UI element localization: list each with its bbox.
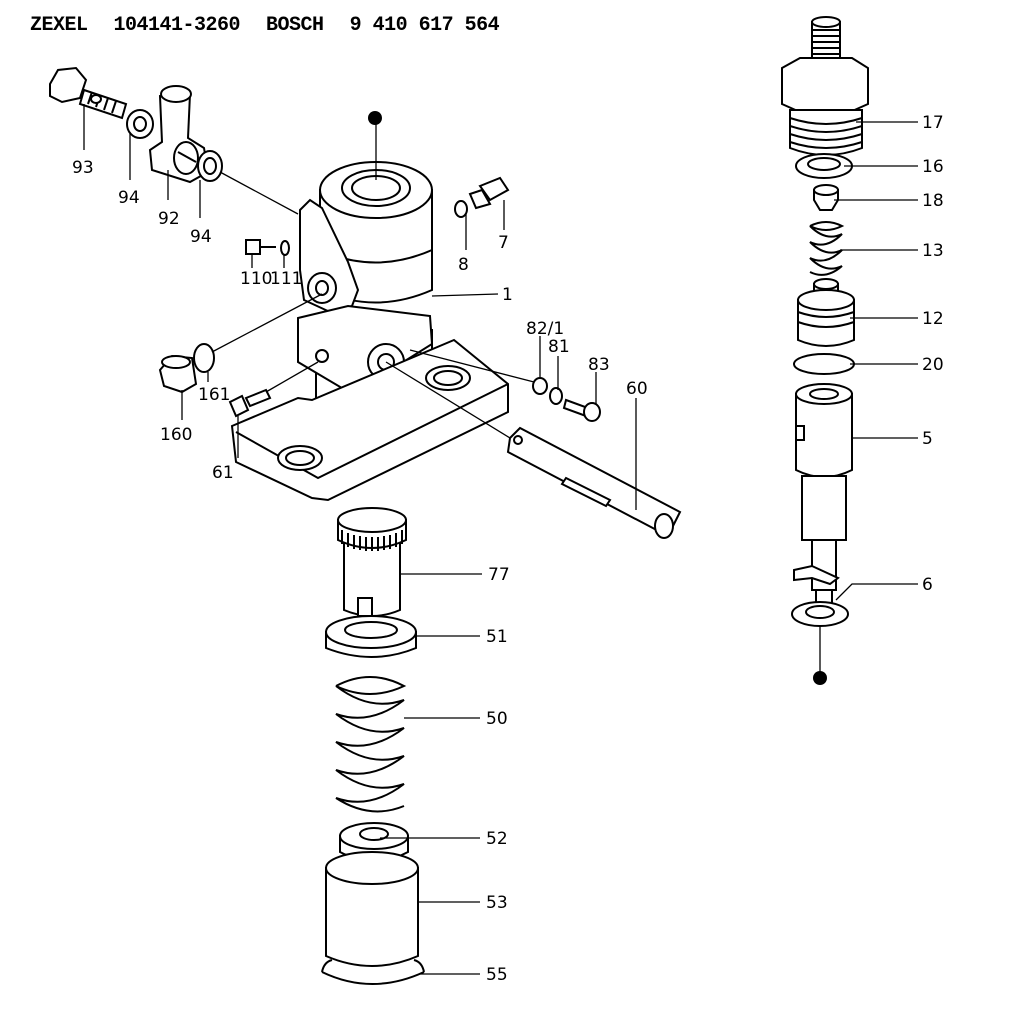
part-50-plunger-spring [335, 676, 407, 813]
part-8-washer [454, 200, 468, 218]
part-81-washer [549, 387, 563, 405]
label-1: 1 [502, 285, 513, 305]
part-1-pump-housing [299, 161, 433, 314]
part-6-spring-seat [791, 601, 849, 627]
label-7: 7 [498, 233, 509, 253]
label-77: 77 [488, 565, 510, 585]
part-12-delivery-valve [797, 278, 855, 347]
brand-label: ZEXEL [30, 14, 88, 37]
part-16-gasket [795, 153, 853, 179]
part-83-screw [562, 398, 601, 422]
part-60-control-rod [506, 426, 682, 539]
part-111-washer [280, 240, 290, 256]
label-18: 18 [922, 191, 944, 211]
label-61: 61 [212, 463, 234, 483]
part-53-tappet [325, 851, 419, 967]
label-60: 60 [626, 379, 648, 399]
part-55-snap-ring [321, 959, 425, 985]
part-82-1-washer [532, 377, 548, 395]
label-16: 16 [922, 157, 944, 177]
mounting-flange [230, 338, 509, 502]
label-110: 110 [240, 269, 272, 289]
leader-lines [83, 104, 918, 975]
label-6: 6 [922, 575, 933, 595]
label-83: 83 [588, 355, 610, 375]
part-labels: 93 94 92 94 8 7 110 111 1 160 161 61 82/… [72, 113, 944, 985]
label-111: 111 [270, 269, 302, 289]
label-94-a: 94 [118, 188, 140, 208]
part-18-valve-stop [813, 184, 839, 211]
label-50: 50 [486, 709, 508, 729]
part-7-screw [468, 176, 510, 210]
part-51-spring-seat [325, 615, 417, 658]
part-92-banjo-fitting [148, 85, 210, 184]
label-8: 8 [458, 255, 469, 275]
part-94-washer-a [126, 109, 154, 139]
part-94-washer-b [197, 150, 223, 182]
part-17-delivery-valve-holder [781, 16, 869, 156]
part-20-o-ring [793, 353, 855, 375]
part-13-delivery-valve-spring [809, 221, 845, 276]
label-5: 5 [922, 429, 933, 449]
label-53: 53 [486, 893, 508, 913]
diagram-header: ZEXEL 104141-3260 BOSCH 9 410 617 564 [30, 14, 525, 37]
label-160: 160 [160, 425, 192, 445]
oem-brand-label: BOSCH [266, 14, 324, 37]
zexel-part-number: 104141-3260 [113, 14, 241, 37]
reference-dot-bottom [813, 671, 827, 685]
label-82-1: 82/1 [526, 319, 564, 339]
label-12: 12 [922, 309, 944, 329]
reference-dot-top [368, 111, 382, 125]
part-110-screw [245, 239, 276, 255]
label-13: 13 [922, 241, 944, 261]
label-161: 161 [198, 385, 230, 405]
label-93: 93 [72, 158, 94, 178]
label-17: 17 [922, 113, 944, 133]
label-20: 20 [922, 355, 944, 375]
label-52: 52 [486, 829, 508, 849]
part-5-plunger-barrel [793, 383, 853, 605]
label-51: 51 [486, 627, 508, 647]
label-55: 55 [486, 965, 508, 985]
part-160-plug [158, 354, 198, 394]
oem-part-number: 9 410 617 564 [349, 14, 500, 37]
label-92: 92 [158, 209, 180, 229]
part-93-banjo-bolt [49, 66, 128, 120]
part-161-washer [193, 343, 215, 373]
label-81: 81 [548, 337, 570, 357]
part-77-control-sleeve [337, 507, 407, 617]
part-61-screw [228, 388, 272, 418]
label-94-b: 94 [190, 227, 212, 247]
